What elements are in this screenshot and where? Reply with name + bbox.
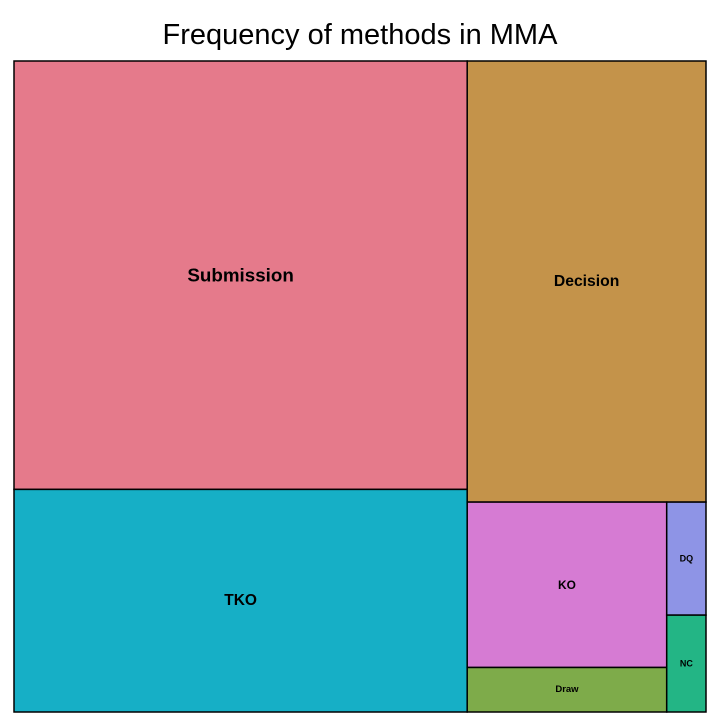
treemap-label-decision: Decision	[554, 273, 619, 290]
treemap-label-tko: TKO	[224, 592, 257, 609]
treemap-label-nc: NC	[680, 659, 693, 669]
treemap-tile-draw	[466, 666, 668, 713]
chart-title: Frequency of methods in MMA	[162, 19, 558, 51]
treemap-label-dq: DQ	[680, 554, 694, 564]
treemap-label-draw: Draw	[555, 684, 579, 695]
treemap-tile-decision	[466, 60, 707, 503]
treemap-tile-ko	[466, 501, 668, 669]
treemap-tile-submission	[13, 60, 468, 491]
treemap-tile-nc	[665, 614, 707, 713]
treemap-label-submission: Submission	[187, 265, 293, 286]
treemap-label-ko: KO	[558, 578, 576, 592]
treemap-tile-tko	[13, 488, 468, 713]
